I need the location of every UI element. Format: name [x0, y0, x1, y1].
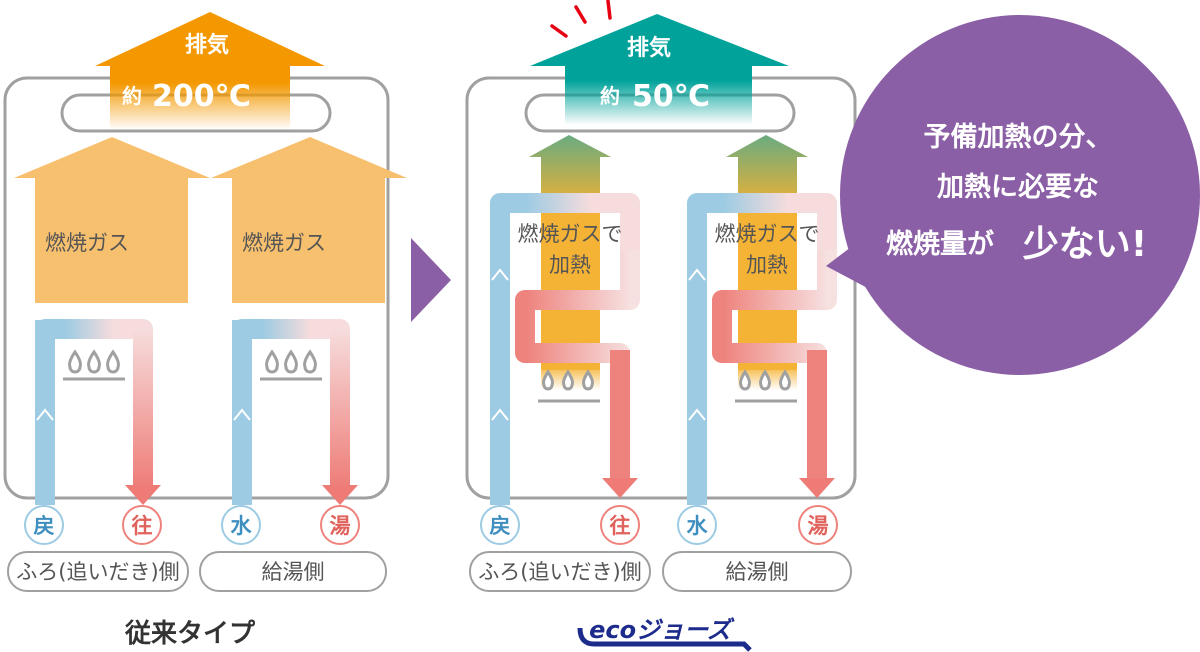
exhaust-temp-prefix: 約 — [600, 84, 620, 108]
combustion-gas-label: 燃焼ガス — [242, 231, 326, 255]
exhaust-temp: 200℃ — [152, 79, 251, 114]
heat-label-line2: 加熱 — [549, 253, 591, 277]
heat-label-line2: 加熱 — [746, 253, 788, 277]
svg-text:往: 往 — [610, 514, 631, 538]
burner-icon — [735, 369, 797, 403]
eco-panel: 排気 約 50℃ 燃焼ガスで 加熱 — [465, 0, 857, 652]
callout-bubble: 予備加熱の分、 加熱に必要な 燃焼量が 少ない! — [826, 15, 1200, 375]
exhaust-temp: 50℃ — [632, 79, 710, 114]
svg-text:ecoジョーズ: ecoジョーズ — [589, 616, 735, 644]
emphasis-lines-icon — [550, 0, 612, 38]
hot-water-side-label: 給湯側 — [726, 560, 789, 584]
badge-hot-water: 湯 — [798, 505, 838, 545]
badge-supply: 往 — [122, 505, 162, 545]
hot-water-pipe-loop — [232, 319, 358, 505]
hot-water-side-pill — [662, 551, 852, 592]
combustion-gas-arrow-left — [14, 137, 210, 303]
exhaust-arrow — [530, 14, 789, 125]
badge-return: 戻 — [480, 505, 520, 545]
conventional-title: 従来タイプ — [124, 619, 256, 649]
badge-water: 水 — [221, 505, 261, 545]
bath-side-pill — [7, 551, 189, 592]
bath-side-pill — [469, 551, 651, 592]
bath-heat-exchanger: 燃焼ガスで 加熱 — [490, 135, 640, 505]
conventional-panel: 排気 約 200℃ 燃焼ガス 燃焼ガス 戻 — [3, 12, 407, 649]
svg-text:戻: 戻 — [34, 514, 55, 538]
badge-return: 戻 — [24, 505, 64, 545]
bath-pipe-loop — [35, 319, 161, 505]
burner-icon — [260, 349, 322, 381]
badge-hot-water: 湯 — [320, 505, 360, 545]
exhaust-arrow — [95, 12, 325, 130]
bath-side-label: ふろ(追いだき)側 — [16, 560, 179, 584]
svg-text:湯: 湯 — [330, 514, 351, 538]
combustion-gas-arrow-right — [211, 137, 407, 303]
svg-text:湯: 湯 — [808, 514, 829, 538]
callout-line1: 予備加熱の分、 — [924, 121, 1113, 153]
callout-line3a: 燃焼量が — [886, 228, 994, 260]
hot-water-side-pill — [199, 551, 387, 592]
compare-arrow-icon — [411, 238, 451, 322]
eco-jozu-logo: ecoジョーズ — [577, 616, 752, 652]
svg-text:戻: 戻 — [490, 514, 511, 538]
callout-line3b: 少ない! — [1023, 224, 1147, 265]
svg-text:水: 水 — [231, 514, 253, 538]
heat-label-line1: 燃焼ガスで — [518, 222, 623, 246]
svg-text:水: 水 — [687, 514, 709, 538]
callout-line2: 加熱に必要な — [937, 172, 1099, 203]
bath-side-label: ふろ(追いだき)側 — [478, 560, 641, 584]
hot-water-side-label: 給湯側 — [262, 560, 325, 584]
burner-icon — [538, 369, 600, 403]
exhaust-label: 排気 — [627, 35, 671, 61]
badge-water: 水 — [677, 505, 717, 545]
hot-water-heat-exchanger: 燃焼ガスで 加熱 — [687, 135, 837, 505]
exhaust-label: 排気 — [185, 32, 229, 58]
svg-text:往: 往 — [132, 514, 153, 538]
exhaust-temp-prefix: 約 — [122, 84, 142, 108]
heat-label-line1: 燃焼ガスで — [715, 222, 820, 246]
combustion-gas-label: 燃焼ガス — [45, 231, 129, 255]
badge-supply: 往 — [600, 505, 640, 545]
burner-icon — [63, 349, 125, 381]
